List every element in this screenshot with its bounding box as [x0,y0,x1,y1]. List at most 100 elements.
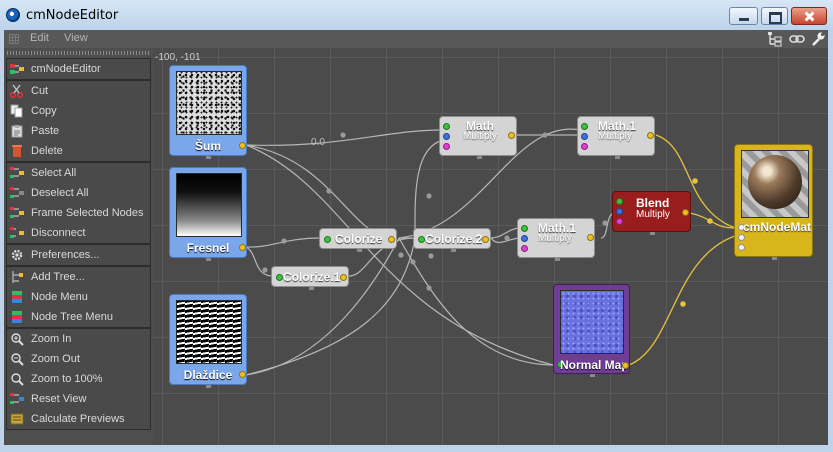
zoom-100-item[interactable]: Zoom to 100% [7,369,150,389]
wire-dlazdice-to-colorize[interactable] [245,237,400,376]
output-port[interactable] [587,234,594,241]
output-port[interactable] [239,142,246,149]
input-port[interactable] [443,143,450,150]
deselect-all-item[interactable]: Deselect All [7,183,150,203]
wire-dot[interactable] [426,285,432,291]
node-canvas[interactable]: -100, -101 [153,48,828,445]
output-port[interactable] [340,274,347,281]
delete-item[interactable]: Delete [7,141,150,161]
input-port[interactable] [521,245,528,252]
input-port[interactable] [418,236,425,243]
node-handle[interactable] [590,374,595,377]
select-all-item[interactable]: Select All [7,163,150,183]
node-handle[interactable] [206,258,211,261]
wire-dot[interactable] [504,235,510,241]
wire-sum-to-colorize2[interactable] [245,144,554,366]
wire-fresnel-to-colorize[interactable] [245,237,322,248]
wire-colorize1-to-colorize2[interactable] [348,237,416,277]
node-colorize[interactable]: Colorize [319,228,397,252]
input-port[interactable] [581,143,588,150]
output-port[interactable] [239,244,246,251]
input-port[interactable] [738,224,745,231]
node-tree-menu-item[interactable]: Node Tree Menu [7,307,150,327]
output-port[interactable] [622,362,629,369]
wire-math-to-colorize2[interactable] [414,139,444,239]
node-normalmap[interactable]: Normal Map [553,284,630,377]
node-handle[interactable] [650,232,655,235]
output-port[interactable] [482,236,489,243]
node-handle[interactable] [555,258,560,261]
title-bar[interactable]: cmNodeEditor [0,0,833,30]
wire-blend-to-output[interactable] [689,212,736,229]
node-colorize2[interactable]: Colorize.2 [413,228,491,252]
wire-dot[interactable] [542,132,548,138]
node-dlazdice[interactable]: Dlaždice [169,294,247,388]
node-math1-mid[interactable]: Math.1 Multiply [517,218,595,261]
node-fresnel[interactable]: Fresnel [169,167,247,261]
wire-dot[interactable] [410,259,416,265]
node-handle[interactable] [206,385,211,388]
minimize-button[interactable] [729,7,758,25]
close-button[interactable] [791,7,827,25]
output-port[interactable] [239,371,246,378]
panel-header-item[interactable]: cmNodeEditor [7,59,150,79]
wire-dlazdice-to-colorize2[interactable] [245,237,416,376]
node-handle[interactable] [477,156,482,159]
calculate-previews-item[interactable]: Calculate Previews [7,409,150,429]
node-math[interactable]: Math Multiply [439,116,517,159]
wire-fresnel-to-colorize1[interactable] [245,246,274,277]
wire-dot[interactable] [326,188,332,194]
node-handle[interactable] [615,156,620,159]
node-menu-item[interactable]: Node Menu [7,287,150,307]
input-port[interactable] [443,133,450,140]
input-port[interactable] [616,208,623,215]
input-port[interactable] [276,274,283,281]
wire-normalmap-to-output[interactable] [628,235,736,366]
preferences-item[interactable]: Preferences... [7,245,150,265]
menu-grip-icon[interactable] [9,34,19,44]
wire-sum-to-math[interactable] [245,129,444,146]
node-handle[interactable] [309,287,314,290]
zoom-in-item[interactable]: Zoom In [7,329,150,349]
input-port[interactable] [521,225,528,232]
node-blend[interactable]: Blend Multiply [612,191,691,235]
node-handle[interactable] [451,249,456,252]
output-port[interactable] [682,209,689,216]
node-output-material[interactable]: cmNodeMat [734,144,813,260]
node-math1-top[interactable]: Math.1 Multiply [577,116,655,159]
input-port[interactable] [443,123,450,130]
input-port[interactable] [738,234,745,241]
link-icon[interactable] [789,31,805,47]
menu-edit[interactable]: Edit [30,32,49,44]
output-port[interactable] [508,132,515,139]
wire-dot[interactable] [428,253,434,259]
input-port[interactable] [521,235,528,242]
frame-selected-item[interactable]: Frame Selected Nodes [7,203,150,223]
input-port[interactable] [581,133,588,140]
wire-dot[interactable] [426,193,432,199]
copy-item[interactable]: Copy [7,101,150,121]
zoom-out-item[interactable]: Zoom Out [7,349,150,369]
wire-dot[interactable] [398,252,404,258]
wire-dot[interactable] [680,301,686,307]
paste-item[interactable]: Paste [7,121,150,141]
disconnect-item[interactable]: Disconnect [7,223,150,243]
node-handle[interactable] [357,249,362,252]
wire-dot[interactable] [692,178,698,184]
wire-dot[interactable] [602,220,608,226]
output-port[interactable] [388,236,395,243]
wrench-icon[interactable] [810,31,826,47]
panel-grip[interactable] [7,51,150,55]
output-port[interactable] [647,132,654,139]
input-port[interactable] [581,123,588,130]
input-port[interactable] [324,236,331,243]
wire-dot[interactable] [262,267,268,273]
node-handle[interactable] [206,156,211,159]
maximize-button[interactable] [761,7,788,25]
input-port[interactable] [616,218,623,225]
wire-dot[interactable] [707,218,713,224]
input-port[interactable] [616,198,623,205]
input-port[interactable] [557,361,564,368]
wire-math1top-to-output[interactable] [655,134,736,229]
reset-view-item[interactable]: Reset View [7,389,150,409]
